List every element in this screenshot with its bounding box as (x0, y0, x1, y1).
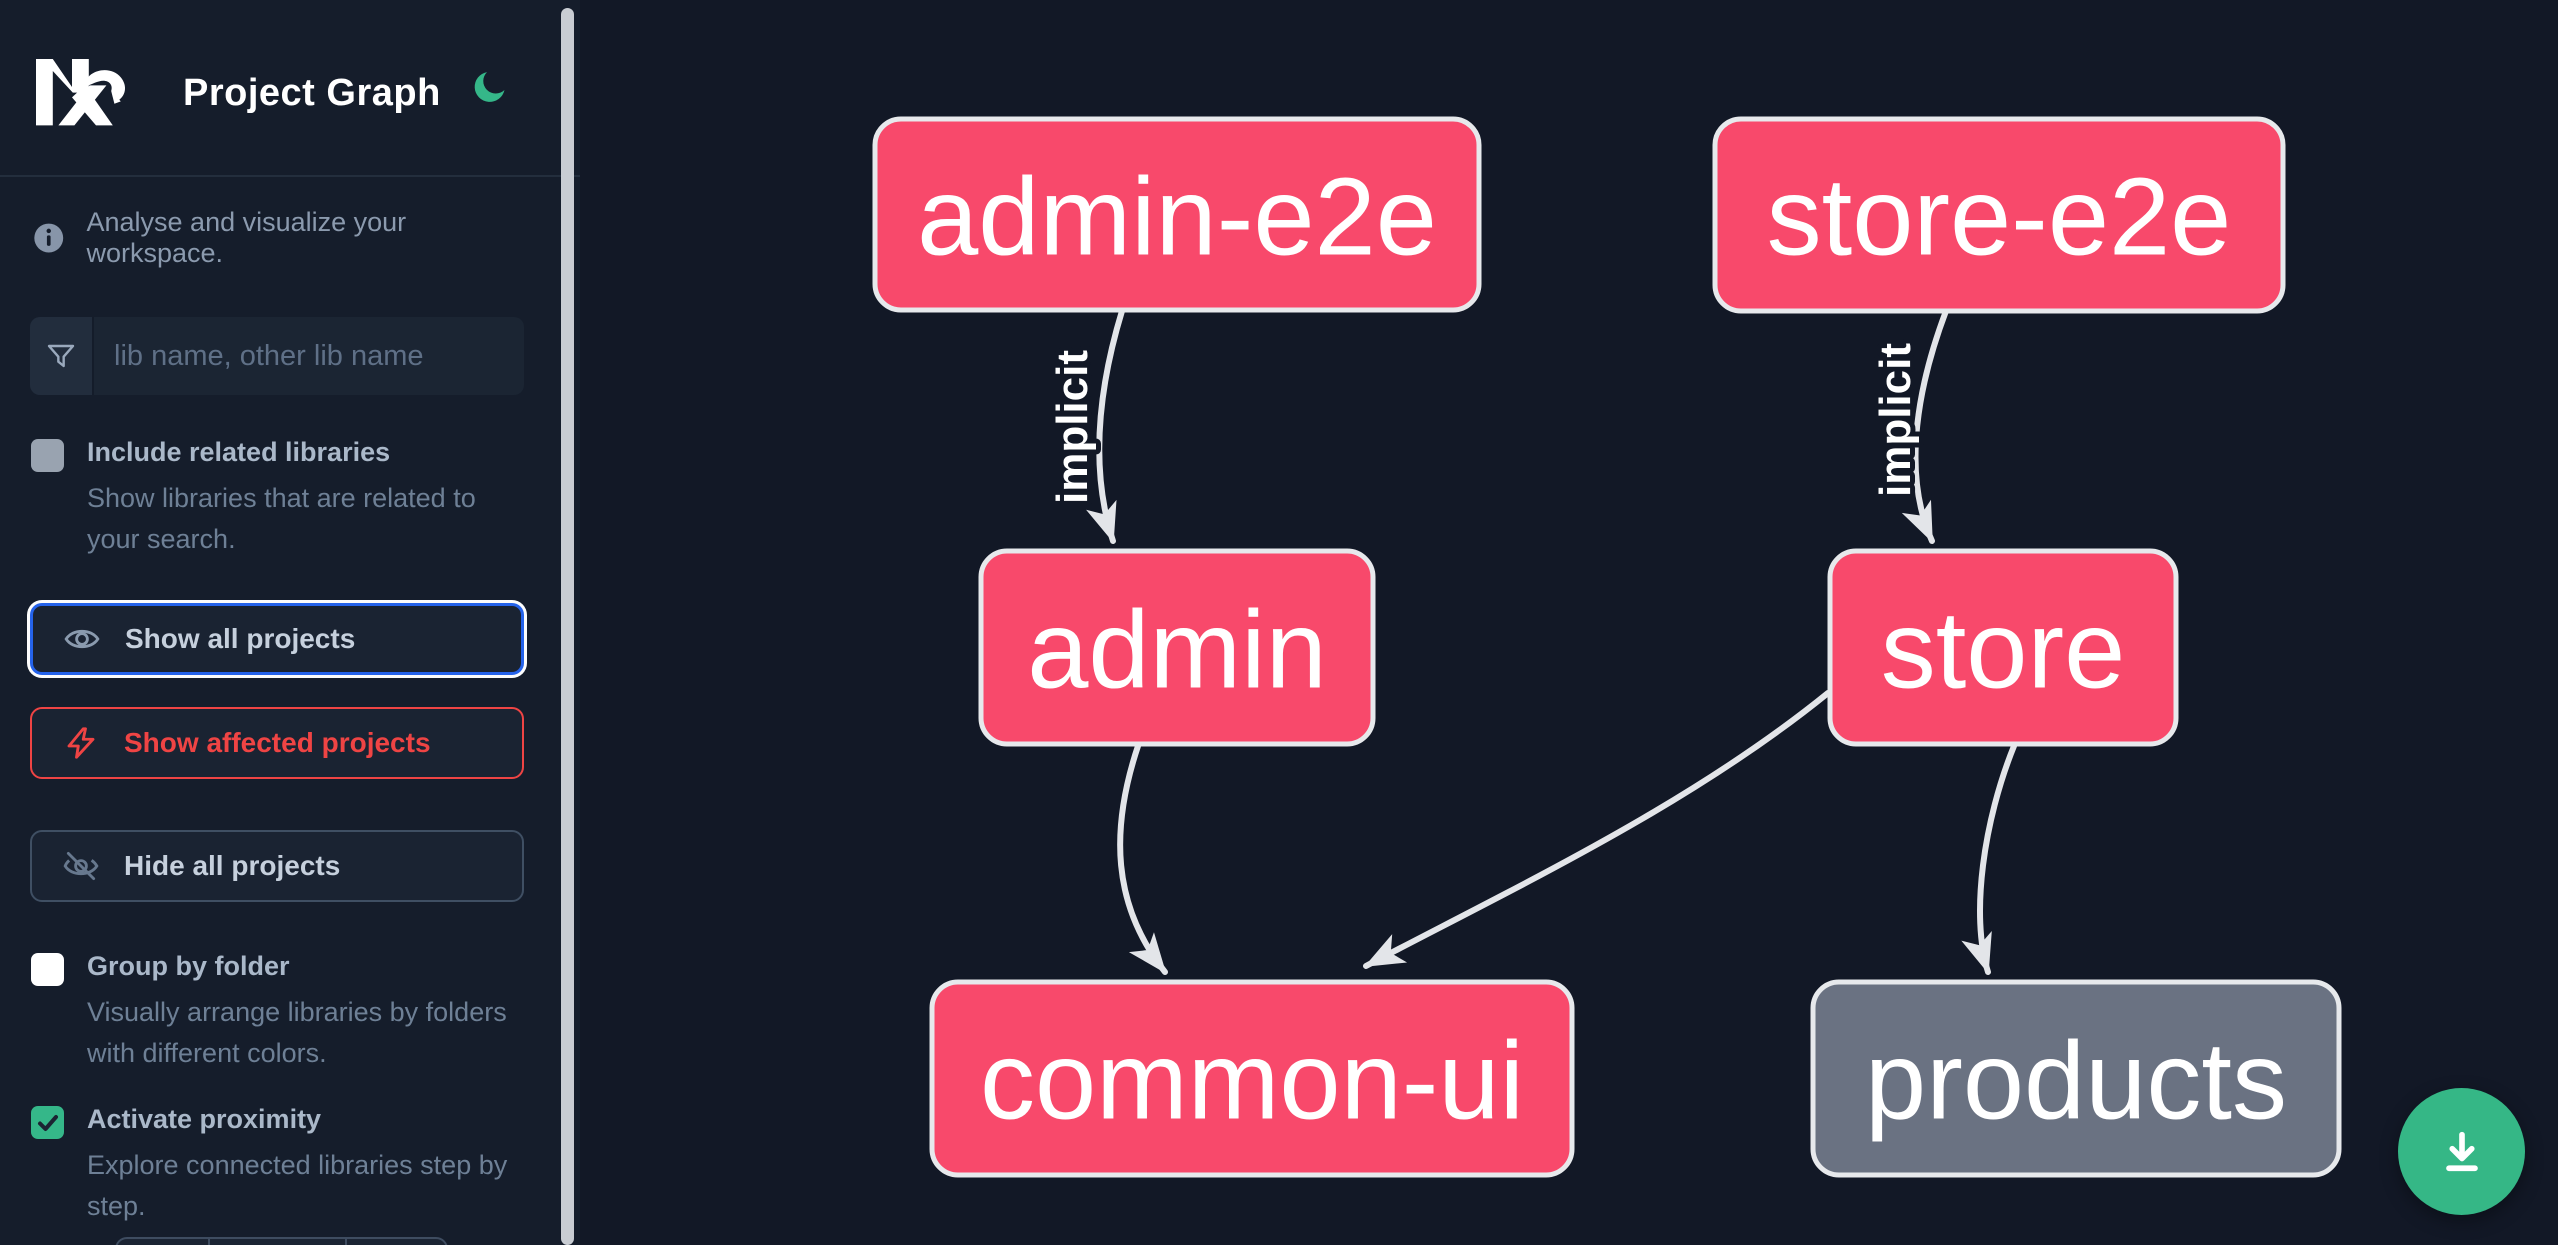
option-label: Group by folder (87, 951, 290, 981)
node-admin[interactable]: admin (978, 548, 1376, 747)
bolt-icon (62, 724, 100, 762)
option-include-related: Include related libraries Show libraries… (31, 437, 531, 560)
search-input[interactable] (94, 317, 524, 395)
sidebar: Project Graph Analyse and visualize your… (0, 0, 580, 1245)
funnel-icon (30, 317, 94, 395)
node-label: admin (1027, 589, 1327, 712)
info-icon (34, 223, 64, 253)
edge-store-products (1961, 743, 2017, 975)
node-label: store (1881, 589, 2126, 712)
option-description: Visually arrange libraries by folders wi… (87, 997, 507, 1068)
edge-admin-common-ui (1117, 743, 1168, 975)
button-label: Hide all projects (124, 850, 341, 881)
edge-store-common-ui (1363, 690, 1831, 969)
node-store-e2e[interactable]: store-e2e (1712, 116, 2286, 314)
checkmark-icon (37, 1114, 58, 1131)
search-box (30, 317, 524, 395)
option-description: Explore connected libraries step by step… (87, 1150, 508, 1221)
node-label: common-ui (980, 1020, 1524, 1143)
nx-logo (36, 59, 126, 126)
eye-slash-icon (62, 847, 100, 885)
header-divider (0, 175, 580, 177)
node-products[interactable]: products (1810, 979, 2342, 1178)
node-admin-e2e[interactable]: admin-e2e (872, 116, 1482, 313)
option-label: Include related libraries (87, 437, 391, 467)
option-activate-proximity: Activate proximity Explore connected lib… (31, 1104, 531, 1227)
option-description: Show libraries that are related to your … (87, 483, 476, 554)
eye-icon (63, 620, 101, 658)
edge-admin-e2e-admin (1086, 308, 1125, 544)
node-store[interactable]: store (1827, 548, 2179, 747)
edge-label-implicit: implicit (1871, 343, 1920, 497)
proximity-stepper-control[interactable] (115, 1237, 448, 1245)
node-label: admin-e2e (917, 156, 1437, 279)
button-label: Show all projects (125, 623, 356, 654)
download-graph-button[interactable] (2398, 1088, 2525, 1215)
edge-store-e2e-store (1901, 308, 1949, 544)
sidebar-scrollbar[interactable] (561, 8, 574, 1245)
tagline-row: Analyse and visualize your workspace. (33, 207, 543, 269)
edge-label-implicit: implicit (1048, 350, 1097, 504)
page-title: Project Graph (183, 72, 441, 114)
tagline-text: Analyse and visualize your workspace. (86, 207, 407, 268)
group-by-folder-checkbox[interactable] (31, 953, 64, 986)
option-group-by-folder: Group by folder Visually arrange librari… (31, 951, 531, 1074)
show-affected-projects-button[interactable]: Show affected projects (30, 707, 524, 779)
segment-divider (208, 1239, 210, 1245)
graph-canvas[interactable]: implicit implicit admin-e2e store-e2e ad… (580, 0, 2558, 1245)
option-label: Activate proximity (87, 1104, 322, 1134)
moon-icon[interactable] (472, 67, 510, 105)
activate-proximity-checkbox[interactable] (31, 1106, 64, 1139)
show-all-projects-button[interactable]: Show all projects (30, 603, 524, 675)
segment-divider (345, 1239, 347, 1245)
project-graph-svg: implicit implicit admin-e2e store-e2e ad… (872, 116, 2342, 1178)
node-common-ui[interactable]: common-ui (929, 979, 1575, 1178)
button-label: Show affected projects (124, 727, 431, 758)
node-label: products (1865, 1020, 2287, 1143)
node-label: store-e2e (1767, 156, 2232, 279)
download-icon (2445, 1131, 2478, 1171)
include-related-checkbox[interactable] (31, 439, 64, 472)
hide-all-projects-button[interactable]: Hide all projects (30, 830, 524, 902)
